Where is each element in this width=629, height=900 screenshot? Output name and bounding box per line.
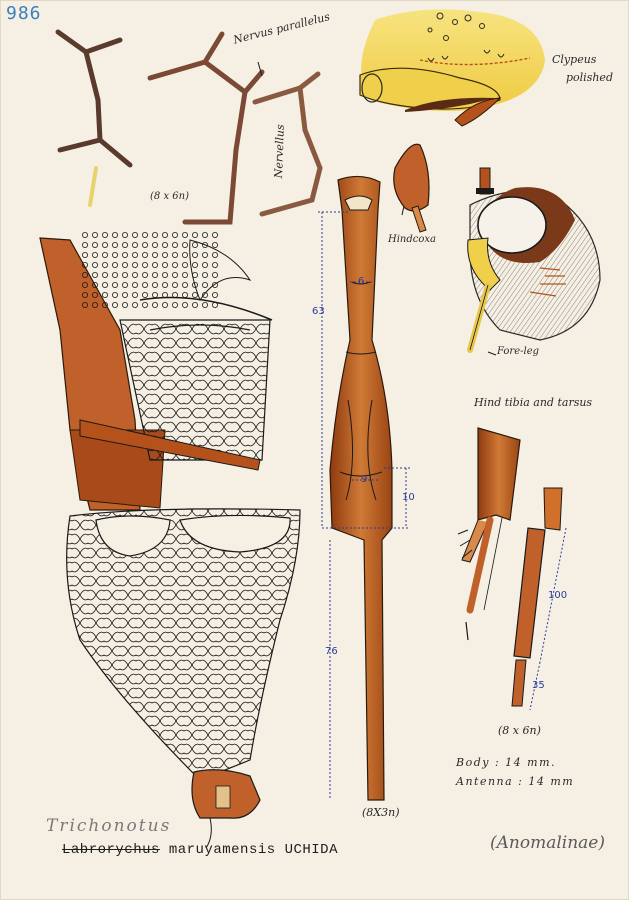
genus-correction: Trichonotus: [46, 816, 172, 836]
measure-10: 10: [402, 492, 415, 503]
hindcoxa-drawing: [393, 143, 430, 233]
antenna-length-label: Antenna : 14 mm: [456, 775, 575, 788]
clypeus-note-label: polished: [566, 71, 613, 84]
nervellus-label: Nervellus: [272, 124, 287, 179]
species-epithet: maruyamensis: [168, 842, 276, 858]
wing-scale-label: (8 x 6n): [150, 191, 189, 202]
plate-number: 986: [6, 3, 42, 24]
label-bracket: [205, 817, 212, 849]
clypeus-drawing: [359, 9, 545, 127]
wing-vein-fragment-3: [252, 71, 323, 217]
measure-35: 35: [532, 680, 545, 691]
propodeum-drawing: [39, 232, 273, 511]
foreleg-drawing: [467, 167, 601, 353]
species-name: Labrorychus maruyamensis UCHIDA: [62, 842, 338, 858]
measure-63: 63: [312, 306, 325, 317]
foreleg-pointer: [487, 351, 497, 356]
wing-vein-fragment-2: [147, 31, 265, 225]
subfamily-label: (Anomalinae): [490, 833, 605, 853]
genus-name: Labrorychus: [62, 842, 160, 858]
abdomen-measure-lines: [318, 211, 410, 800]
measure-9: 9: [361, 474, 368, 485]
wing-vein-fragment-1: [55, 29, 133, 207]
hind-tibia-drawing: [457, 427, 521, 614]
abdomen-scale-label: (8X3n): [362, 806, 400, 819]
measure-76: 76: [325, 646, 338, 657]
abdomen-segment-drawing: [329, 175, 393, 801]
measure-100: 100: [548, 590, 568, 601]
tergite-drawing: [66, 508, 301, 819]
hind-tarsus-drawing: [511, 487, 563, 707]
species-author: UCHIDA: [284, 842, 338, 858]
tibia-scale-label: (8 x 6n): [498, 724, 541, 737]
clypeus-label: Clypeus: [552, 53, 597, 66]
tibia-pointer: [465, 621, 469, 641]
nervus-parallelus-pointer: [257, 61, 263, 77]
body-length-label: Body : 14 mm.: [456, 756, 557, 769]
foreleg-label: Fore-leg: [497, 346, 540, 357]
hind-tibia-label: Hind tibia and tarsus: [474, 396, 593, 409]
tarsus-measure-lines: [529, 527, 567, 711]
measure-6: 6: [358, 276, 365, 287]
hindcoxa-label: Hindcoxa: [388, 234, 436, 245]
